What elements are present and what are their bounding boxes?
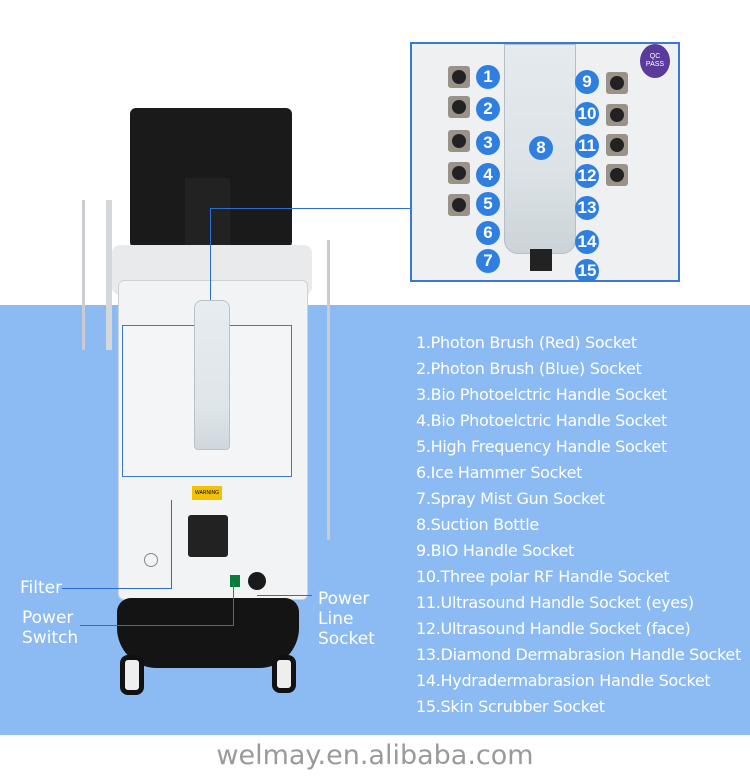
footer-watermark: welmay.en.alibaba.com (216, 740, 534, 771)
legend-item: 13.Diamond Dermabrasion Handle Socket (416, 645, 741, 664)
zoom-connector-vertical (210, 208, 211, 300)
cart-base (117, 598, 299, 668)
socket-port (448, 66, 470, 88)
callout-number: 4 (476, 163, 500, 187)
callout-number: 6 (476, 221, 500, 245)
filter-label: Filter (20, 578, 63, 598)
legend-item: 3.Bio Photoelctric Handle Socket (416, 385, 667, 404)
right-handpieces (300, 240, 330, 540)
legend-item: 12.Ultrasound Handle Socket (face) (416, 619, 691, 638)
legend-item: 14.Hydradermabrasion Handle Socket (416, 671, 711, 690)
power-switch-label: Power Switch (22, 608, 79, 648)
power-line-socket-label: Power Line Socket (318, 589, 375, 649)
legend-item: 1.Photon Brush (Red) Socket (416, 333, 637, 352)
socket-port (606, 104, 628, 126)
inset-bottle-valve (530, 249, 552, 271)
callout-number: 15 (575, 259, 599, 280)
zoom-connector-horizontal (210, 208, 410, 209)
callout-number: 10 (575, 102, 599, 126)
socket-port (606, 134, 628, 156)
filter-line (62, 588, 172, 589)
callout-number: 3 (476, 131, 500, 155)
warning-label: WARNING (192, 486, 222, 500)
suction-bottle (194, 300, 230, 450)
zoom-inset-panel: QC PASS 1 2 3 4 5 6 7 8 9 10 11 12 13 14… (410, 42, 680, 282)
power-socket (248, 572, 266, 590)
socket-port (448, 130, 470, 152)
callout-number: 11 (575, 134, 599, 158)
legend-item: 2.Photon Brush (Blue) Socket (416, 359, 642, 378)
filter-line-vertical (171, 500, 172, 588)
callout-number: 14 (575, 230, 599, 254)
power-switch-line (80, 625, 234, 626)
socket-port (448, 96, 470, 118)
wheel-left (120, 655, 144, 695)
callout-number: 1 (476, 65, 500, 89)
legend-item: 15.Skin Scrubber Socket (416, 697, 605, 716)
socket-port (606, 164, 628, 186)
socket-port (606, 72, 628, 94)
socket-legend: 1.Photon Brush (Red) Socket 2.Photon Bru… (416, 330, 741, 720)
legend-item: 11.Ultrasound Handle Socket (eyes) (416, 593, 694, 612)
ce-mark (144, 553, 158, 567)
power-line-socket-line (257, 595, 312, 596)
legend-item: 4.Bio Photoelctric Handle Socket (416, 411, 667, 430)
callout-number: 5 (476, 192, 500, 216)
callout-number: 8 (529, 136, 553, 160)
socket-port (448, 194, 470, 216)
legend-item: 5.High Frequency Handle Socket (416, 437, 667, 456)
legend-item: 10.Three polar RF Handle Socket (416, 567, 670, 586)
wheel-right (272, 655, 296, 693)
callout-number: 13 (575, 196, 599, 220)
qc-pass-badge: QC PASS (640, 44, 670, 78)
legend-item: 8.Suction Bottle (416, 515, 539, 534)
callout-number: 9 (575, 70, 599, 94)
callout-number: 7 (476, 249, 500, 273)
legend-item: 6.Ice Hammer Socket (416, 463, 583, 482)
left-handpieces (82, 200, 112, 350)
power-switch (230, 575, 240, 587)
callout-number: 2 (476, 97, 500, 121)
callout-number: 12 (575, 164, 599, 188)
power-switch-line-vertical (233, 582, 234, 625)
legend-item: 9.BIO Handle Socket (416, 541, 575, 560)
legend-item: 7.Spray Mist Gun Socket (416, 489, 605, 508)
socket-port (448, 162, 470, 184)
fan-grille (188, 515, 228, 557)
